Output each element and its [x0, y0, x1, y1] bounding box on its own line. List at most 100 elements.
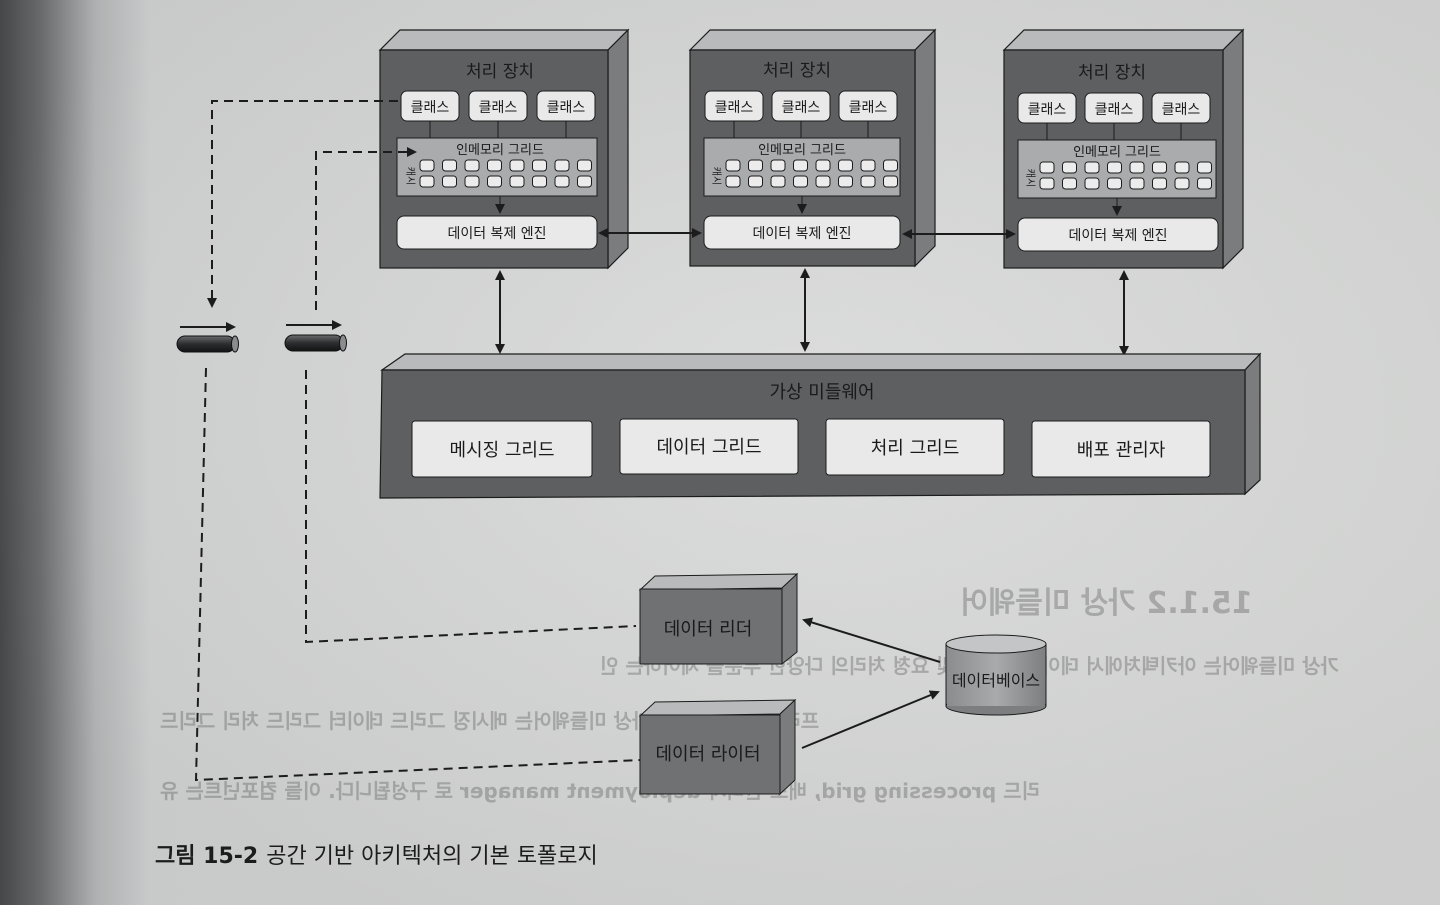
cache-label: 캐시: [1024, 169, 1036, 187]
middleware-front-face: [379, 369, 1246, 499]
unit-top-face: [1002, 29, 1245, 51]
class-label: 클래스: [782, 100, 821, 116]
pipe-end: [339, 334, 347, 352]
cache-cell: [577, 175, 592, 188]
cache-label: 캐시: [710, 167, 722, 185]
reader-flow: [305, 370, 637, 644]
engine-label: 데이터 복제 엔진: [447, 226, 546, 242]
message-pipe: [284, 334, 344, 352]
class-label: 클래스: [547, 100, 586, 116]
cache-cell: [487, 159, 502, 172]
cache-cell: [1152, 177, 1167, 190]
grid-label: 인메모리 그리드: [1073, 145, 1161, 160]
cache-cell: [1062, 161, 1077, 174]
unit-side-face: [1222, 28, 1244, 270]
engine-label: 데이터 복제 엔진: [752, 226, 851, 242]
cache-cell: [532, 159, 547, 172]
cache-cell: [883, 159, 898, 172]
data-writer: 데이터 라이터: [638, 698, 797, 796]
processing-unit: 처리 장치 클래스 클래스 클래스 인메모리 그리드 캐시 데이터 복제 엔진: [1002, 28, 1245, 270]
cache-cell: [487, 175, 502, 188]
reader-side-face: [781, 572, 798, 666]
cache-cell: [1197, 177, 1212, 190]
unit-top-face: [688, 29, 937, 51]
cache-cell: [554, 175, 570, 188]
class-label: 클래스: [1162, 102, 1201, 118]
cache-cell: [464, 175, 480, 188]
middleware-component-label: 메시징 그리드: [449, 440, 554, 461]
cache-cell: [770, 159, 786, 172]
cache-cell: [770, 175, 786, 188]
engine-label: 데이터 복제 엔진: [1068, 228, 1167, 244]
cache-cell: [1039, 177, 1055, 190]
request-flow-to-unit: [315, 147, 417, 310]
grid-label: 인메모리 그리드: [456, 143, 544, 158]
cache-cell: [883, 175, 898, 188]
cache-cell: [815, 175, 831, 188]
middleware-top-face: [380, 353, 1262, 371]
cache-cell: [509, 175, 525, 188]
cache-cell: [419, 175, 435, 188]
cache-cell: [1107, 177, 1122, 190]
cache-cell: [442, 175, 457, 188]
message-pipe: [176, 335, 236, 353]
cache-cell: [464, 159, 480, 172]
cache-cell: [748, 159, 763, 172]
messaging-grid-box: [411, 420, 593, 478]
processing-unit: 처리 장치 클래스 클래스 클래스 인메모리 그리드 캐시 데이터 복제 엔진: [688, 28, 937, 268]
class-label: 클래스: [479, 100, 518, 116]
cache-cell: [1084, 177, 1100, 190]
grid-label: 인메모리 그리드: [758, 143, 846, 158]
cache-cell: [1129, 161, 1145, 174]
middleware-component-label: 데이터 그리드: [656, 437, 761, 458]
cache-label: 캐시: [404, 167, 416, 185]
writer-side-face: [779, 698, 796, 796]
virtualized-middleware: 가상 미들웨어 메시징 그리드 데이터 그리드 처리 그리드 배포 관리자: [379, 352, 1262, 499]
cache-cell: [1062, 177, 1077, 190]
replication-engine: [396, 215, 598, 250]
cache-cells: [1039, 161, 1212, 190]
cache-cell: [577, 159, 592, 172]
data-writer-label: 데이터 라이터: [655, 744, 760, 765]
cache-cells: [725, 159, 898, 188]
database-label: 데이터베이스: [952, 671, 1040, 690]
unit-title: 처리 장치: [466, 62, 534, 82]
writer-to-db-arrow: [801, 690, 940, 749]
class-label: 클래스: [1028, 102, 1067, 118]
cache-cell: [1174, 161, 1190, 174]
cache-cell: [838, 175, 853, 188]
writer-top-face: [638, 699, 797, 717]
pipe-end: [231, 335, 239, 353]
unit-title: 처리 장치: [1078, 63, 1146, 83]
cache-cell: [1039, 161, 1055, 174]
database: 데이터베이스: [945, 634, 1047, 716]
middleware-component-label: 배포 관리자: [1077, 440, 1166, 461]
deployment-manager-box: [1031, 420, 1211, 478]
cache-cell: [1174, 177, 1190, 190]
data-reader-label: 데이터 리더: [664, 619, 753, 640]
cache-cell: [793, 159, 808, 172]
cache-cell: [509, 159, 525, 172]
cache-cell: [860, 159, 876, 172]
data-reader: 데이터 리더: [638, 572, 799, 666]
database-top: [945, 634, 1047, 654]
cache-cell: [748, 175, 763, 188]
cache-cell: [815, 159, 831, 172]
cache-cell: [554, 159, 570, 172]
caption-number: 그림 15-2: [155, 844, 259, 869]
reader-front-face: [639, 588, 783, 665]
cache-cell: [725, 175, 741, 188]
request-flow-to-pipe: [207, 100, 398, 308]
data-grid-box: [619, 418, 799, 475]
unit-title: 처리 장치: [763, 61, 831, 81]
db-to-reader-arrow: [802, 617, 941, 663]
cache-cells: [419, 159, 592, 188]
figure-caption: 그림 15-2 공간 기반 아키텍처의 기본 토폴로지: [155, 838, 598, 870]
writer-flow: [194, 367, 641, 782]
cache-cell: [793, 175, 808, 188]
cache-cell: [1129, 177, 1145, 190]
cache-cell: [725, 159, 741, 172]
caption-text: 공간 기반 아키텍처의 기본 토폴로지: [266, 844, 598, 869]
cache-cell: [1107, 161, 1122, 174]
